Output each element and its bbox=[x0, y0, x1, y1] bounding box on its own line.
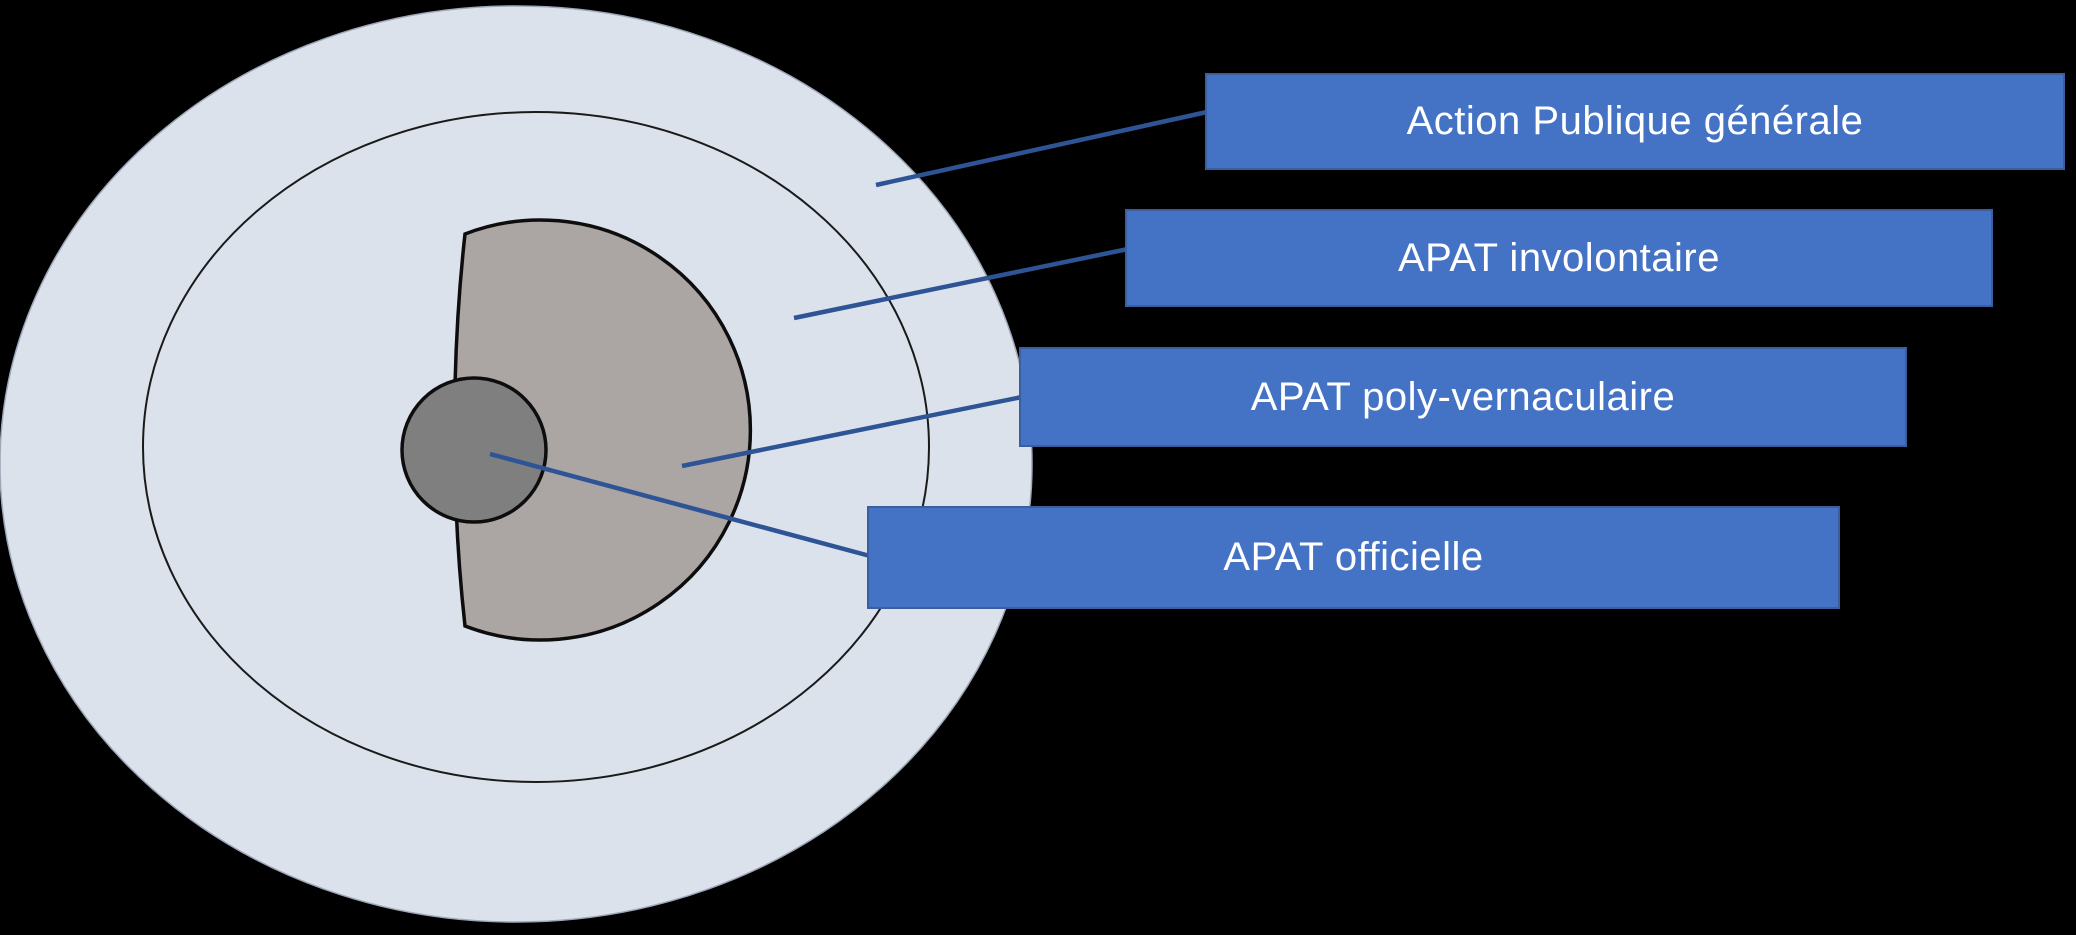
label-apat-involontaire: APAT involontaire bbox=[1125, 209, 1993, 307]
label-text: APAT officielle bbox=[1223, 535, 1484, 579]
label-apat-officielle: APAT officielle bbox=[867, 506, 1840, 609]
connector-apat-officielle bbox=[489, 451, 871, 559]
connector-apat-poly-vernaculaire bbox=[681, 394, 1023, 469]
label-text: APAT poly-vernaculaire bbox=[1250, 374, 1676, 419]
label-action-publique-generale: Action Publique générale bbox=[1205, 73, 2065, 170]
connector-action-publique-generale bbox=[875, 109, 1208, 188]
label-text: Action Publique générale bbox=[1406, 99, 1864, 143]
connector-apat-involontaire bbox=[793, 246, 1129, 321]
core-circle-apat-officielle bbox=[400, 376, 548, 524]
label-text: APAT involontaire bbox=[1398, 235, 1720, 280]
label-apat-poly-vernaculaire: APAT poly-vernaculaire bbox=[1019, 347, 1907, 447]
